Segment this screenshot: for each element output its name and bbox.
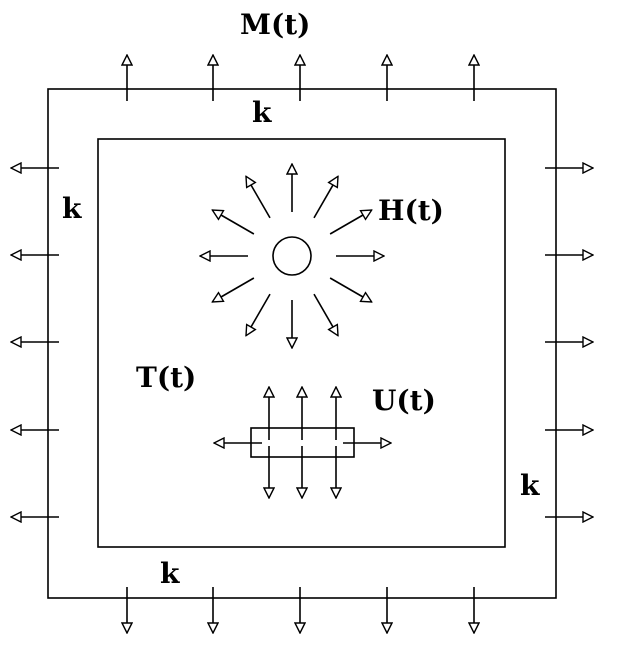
- label-k-left: k: [62, 192, 82, 225]
- heat-ray-arrow: [246, 293, 271, 336]
- heat-ray-arrow: [212, 210, 255, 235]
- label-moisture: M(t): [240, 8, 310, 41]
- inner-wall: [97, 138, 506, 548]
- heat-ray-arrow: [329, 210, 372, 235]
- heat-ray-arrow: [212, 277, 255, 302]
- heat-ray-arrow: [246, 176, 271, 219]
- heat-source: [272, 236, 312, 276]
- label-temperature: T(t): [136, 361, 196, 394]
- label-heat: H(t): [378, 194, 444, 227]
- outer-wall: [47, 88, 557, 599]
- label-k-right: k: [520, 469, 540, 502]
- arrows: [11, 55, 593, 633]
- heat-ray-arrow: [329, 277, 372, 302]
- label-k-bottom: k: [160, 557, 180, 590]
- heat-ray-arrow: [313, 293, 338, 336]
- label-k-top: k: [252, 96, 272, 129]
- label-humidity: U(t): [372, 384, 436, 417]
- heat-ray-arrow: [313, 176, 338, 219]
